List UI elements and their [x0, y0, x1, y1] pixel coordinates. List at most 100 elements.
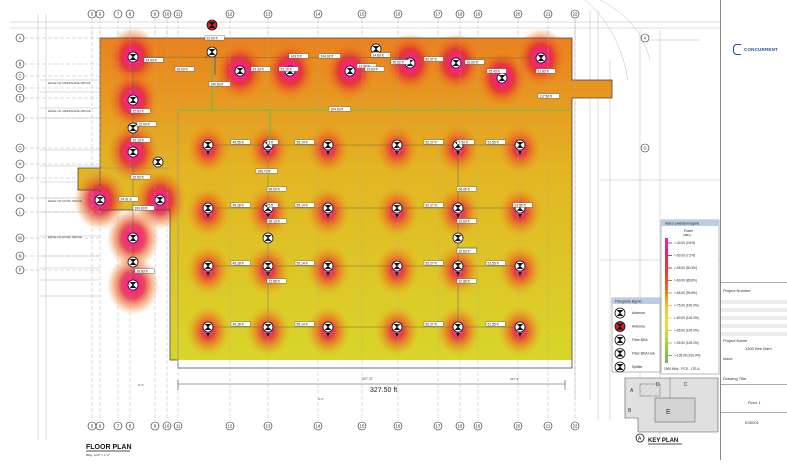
power-legend-entry: >-60.00 (85.8%)	[668, 279, 697, 283]
svg-text:3 ft: 3 ft	[269, 140, 274, 144]
pictogram-legend-item: Antenna	[614, 321, 645, 332]
grid-column-bubble: 12	[225, 30, 235, 431]
antenna-icon	[322, 321, 334, 333]
grid-row-bubble-right: G	[640, 143, 650, 153]
key-plan-title: KEY PLAN	[648, 438, 678, 444]
svg-text:45.28 ft: 45.28 ft	[233, 203, 244, 207]
grid-row-bubble: D	[15, 83, 100, 93]
grid-row-bubble: F	[15, 113, 100, 123]
svg-text:51.55 ft: 51.55 ft	[488, 261, 499, 265]
grid-column-bubble: 6	[95, 30, 105, 431]
svg-text:45.28 ft: 45.28 ft	[233, 261, 244, 265]
svg-text:20: 20	[516, 424, 521, 429]
distance-label: 12.00 ft	[136, 121, 157, 127]
overall-dimension-label: 327.50 ft	[370, 387, 397, 394]
room-note: EDGE OF ROOF ABOVE	[48, 199, 82, 203]
svg-text:55.14 ft: 55.14 ft	[297, 261, 308, 265]
power-legend-entry: >-105.00 (100.0%)	[668, 354, 701, 358]
grid-row-bubble: H	[15, 159, 100, 169]
grid-row-bubble: P	[15, 265, 100, 275]
svg-text:12: 12	[228, 424, 233, 429]
distance-label: 55.14 ft	[294, 202, 315, 208]
svg-text:6: 6	[99, 12, 102, 17]
grid-column-bubble: 10	[162, 30, 172, 431]
svg-text:96.05 ft: 96.05 ft	[269, 187, 280, 191]
grid-row-bubble: G	[15, 143, 100, 153]
sub-dimension-right: 327'-6"	[510, 377, 519, 381]
antenna-pointer	[206, 214, 210, 218]
svg-text:10: 10	[165, 12, 170, 17]
svg-text:>-60.00 (85.8%): >-60.00 (85.8%)	[674, 279, 697, 283]
svg-text:24.91 ft: 24.91 ft	[121, 197, 132, 201]
antenna-icon	[127, 146, 139, 158]
svg-text:12.88 ft: 12.88 ft	[269, 279, 280, 283]
svg-text:Antenna: Antenna	[632, 311, 645, 315]
antenna-icon	[206, 19, 218, 31]
grid-column-bubble: 9	[150, 30, 160, 431]
antenna-pointer	[518, 272, 522, 276]
svg-text:66.05 ft: 66.05 ft	[459, 187, 470, 191]
field-drawing-title: Drawing Title	[723, 376, 747, 381]
svg-text:26.63 ft: 26.63 ft	[177, 67, 188, 71]
grid-column-bubble: 11	[173, 30, 183, 431]
project-name: 1300 Bee Barn	[745, 346, 772, 351]
svg-text:Fiber BDA Hub: Fiber BDA Hub	[632, 352, 655, 356]
grid-row-bubble: A	[15, 33, 100, 43]
distance-label: 24.91 ft	[118, 196, 139, 202]
key-plan-zone: C	[684, 382, 688, 388]
grid-column-bubble: 12	[225, 9, 235, 38]
svg-text:G: G	[18, 146, 21, 151]
antenna-pointer	[518, 151, 522, 155]
antenna-pointer	[326, 151, 330, 155]
svg-text:52.27 ft: 52.27 ft	[426, 140, 437, 144]
company-name: CONCURRENT	[744, 47, 778, 52]
antenna-pointer	[518, 214, 522, 218]
antenna-icon	[391, 260, 403, 272]
svg-text:7: 7	[117, 424, 120, 429]
floor-plan-title: FLOOR PLAN	[86, 444, 132, 451]
power-legend-entry: >-80.00 (100.0%)	[668, 316, 699, 320]
svg-text:22.00 ft: 22.00 ft	[207, 36, 218, 40]
power-legend-colorbar	[665, 238, 668, 363]
grid-column-bubble: 21	[543, 9, 553, 38]
grid-column-bubble: 6	[95, 9, 105, 38]
grid-row-bubble: N	[15, 251, 100, 261]
antenna-icon	[496, 72, 508, 84]
svg-text:18.83 ft: 18.83 ft	[137, 269, 148, 273]
grid-column-bubble: 7	[113, 9, 123, 38]
svg-text:55.14 ft: 55.14 ft	[297, 203, 308, 207]
svg-text:100.83 ft: 100.83 ft	[135, 206, 148, 210]
svg-text:L: L	[19, 210, 22, 215]
svg-text:140.83 ft: 140.83 ft	[211, 82, 224, 86]
svg-text:M: M	[18, 236, 22, 241]
distance-label: 66.05 ft	[456, 186, 477, 192]
power-legend-entry: >-95.00 (100.0%)	[668, 341, 699, 345]
svg-text:9: 9	[154, 424, 157, 429]
svg-text:Fiber BDA: Fiber BDA	[632, 338, 648, 342]
antenna-icon	[202, 321, 214, 333]
antenna-icon	[322, 260, 334, 272]
distance-label: 51.55 ft	[485, 260, 506, 266]
sub-dimension-mid: 3'-6"	[318, 397, 324, 401]
distance-label: 52.27 ft	[423, 202, 444, 208]
grid-column-bubble: 8	[125, 9, 135, 38]
distance-label: 140.83 ft	[208, 81, 231, 87]
antenna-icon	[344, 65, 356, 77]
antenna-icon	[452, 232, 464, 244]
distance-label: 51.55 ft	[485, 321, 506, 327]
svg-text:J: J	[19, 176, 21, 181]
antenna-icon	[206, 46, 218, 58]
svg-text:17: 17	[436, 12, 441, 17]
distance-label: 117.50 ft	[537, 93, 560, 99]
power-legend-entry: >-55.00 (50.3%)	[668, 266, 697, 270]
svg-text:C: C	[18, 74, 21, 79]
floor-plan-caption: FLOOR PLAN Bldg. 1/16" = 1'-0"	[86, 444, 132, 457]
pictogram-legend-item: Fiber BDA	[614, 334, 648, 346]
grid-column-bubble: 14	[313, 30, 323, 431]
overall-dimension-sub: 327'-6"	[362, 377, 374, 381]
distance-label: 16.83 ft	[464, 59, 485, 65]
grid-column-bubble: 18	[455, 9, 465, 38]
svg-text:>-85.00 (100.0%): >-85.00 (100.0%)	[674, 329, 699, 333]
svg-text:16: 16	[396, 12, 401, 17]
svg-text:22: 22	[573, 424, 578, 429]
